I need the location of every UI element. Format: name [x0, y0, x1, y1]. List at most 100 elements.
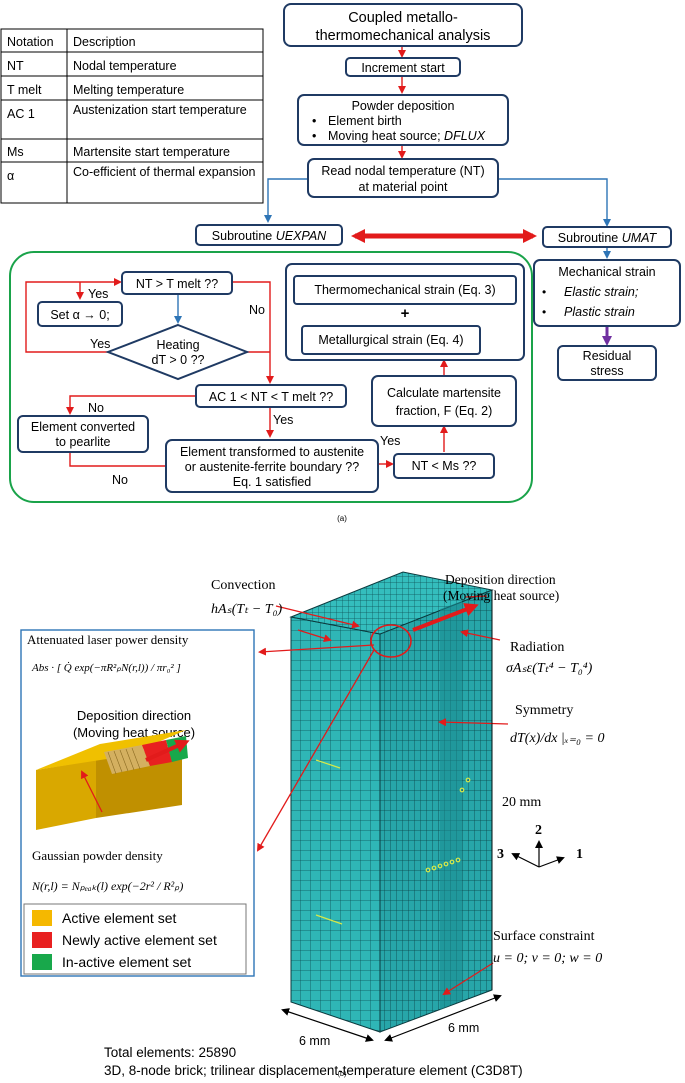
inset-deposition-line1: Deposition direction	[77, 708, 191, 723]
legend-box	[23, 903, 247, 975]
martensite-line1: Calculate martensite	[387, 386, 501, 400]
caption-b: (b)	[338, 1071, 347, 1078]
read-nt-line2: at material point	[359, 180, 448, 194]
svg-text:Subroutine UEXPAN: Subroutine UEXPAN	[212, 229, 327, 243]
table-cell: AC 1	[7, 107, 35, 121]
surface-constraint-eq: u = 0; v = 0; w = 0	[493, 951, 602, 966]
surface-constraint-label: Surface constraint	[493, 929, 595, 944]
set-alpha: Set α → 0;	[50, 308, 109, 322]
table-cell: Ms	[7, 145, 24, 159]
deposition-line2: (Moving heat source)	[443, 588, 559, 603]
austenite-line2: or austenite-ferrite boundary ??	[185, 460, 359, 474]
laser-title: Attenuated laser power density	[27, 632, 189, 647]
heating-line2: dT > 0 ??	[152, 353, 205, 367]
total-elements: Total elements: 25890	[104, 1045, 236, 1060]
legend-inactive: In-active element set	[62, 954, 191, 970]
table-header-description: Description	[73, 35, 136, 49]
nt-lt-ms: NT < Ms ??	[412, 459, 477, 473]
powder-bullet-1: Element birth	[328, 114, 402, 128]
convection-label: Convection	[211, 578, 276, 593]
table-cell: Martensite start temperature	[73, 145, 230, 159]
table-cell: NT	[7, 59, 24, 73]
pearlite-line1: Element converted	[31, 420, 135, 434]
radiation-eq: σAₛε(Tₜ⁴ − T₀⁴)	[506, 661, 593, 676]
label-yes: Yes	[273, 413, 293, 427]
caption-a: (a)	[337, 514, 347, 523]
width-dimension-1: 6 mm	[299, 1034, 330, 1048]
increment-start: Increment start	[361, 61, 445, 75]
dflux-label: DFLUX	[444, 129, 486, 143]
table-cell: Co-efficient of thermal expansion	[73, 165, 256, 179]
mech-strain-title: Mechanical strain	[558, 265, 655, 279]
flow-connectors	[9, 46, 612, 503]
austenite-line1: Element transformed to austenite	[180, 445, 364, 459]
svg-text:Subroutine UMAT: Subroutine UMAT	[558, 231, 658, 245]
element-type: 3D, 8-node brick; trilinear displacement…	[104, 1063, 523, 1078]
axis-3: 3	[497, 847, 504, 862]
table-cell: α	[7, 169, 14, 183]
pearlite-line2: to pearlite	[56, 435, 111, 449]
table-cell: T melt	[7, 83, 42, 97]
thermo-strain: Thermomechanical strain (Eq. 3)	[314, 283, 495, 297]
read-nt-line1: Read nodal temperature (NT)	[321, 164, 484, 178]
uexpan-prefix: Subroutine	[212, 229, 276, 243]
martensite-line2: fraction, F (Eq. 2)	[396, 404, 493, 418]
svg-text:•: •	[542, 305, 546, 319]
laser-eq: Abs · [ Q̇ exp(−πR²ₚN(r,l)) / πr₀² ]	[31, 662, 181, 674]
plus-sign: +	[401, 305, 410, 322]
umat-prefix: Subroutine	[558, 231, 622, 245]
powder-bullet-2: Moving heat source;	[328, 129, 444, 143]
flow-title-line2: thermomechanical analysis	[316, 28, 491, 44]
metallurgical-strain: Metallurgical strain (Eq. 4)	[318, 333, 463, 347]
gaussian-title: Gaussian powder density	[32, 848, 163, 863]
label-no: No	[88, 401, 104, 415]
height-dimension: 20 mm	[502, 795, 541, 810]
label-yes: Yes	[380, 434, 400, 448]
legend-active: Active element set	[62, 910, 176, 926]
flow-title-line1: Coupled metallo-	[348, 10, 458, 26]
svg-text:Moving heat source; DFLUX: Moving heat source; DFLUX	[328, 129, 486, 143]
legend-swatch-inactive	[32, 954, 52, 970]
elastic-strain: Elastic strain;	[564, 285, 639, 299]
symmetry-eq: dT(x)/dx |ₓ₌₀ = 0	[510, 731, 604, 746]
convection-eq: hAₛ(Tₜ − T₀)	[211, 602, 282, 617]
mesh-model: Convection hAₛ(Tₜ − T₀) Deposition direc…	[104, 571, 604, 1078]
nt-gt-tmelt: NT > T melt ??	[136, 277, 218, 291]
label-yes: Yes	[88, 287, 108, 301]
inset-panel: Attenuated laser power density Abs · [ Q…	[20, 629, 255, 977]
austenite-line3: Eq. 1 satisfied	[233, 475, 312, 489]
element-set-illustration	[36, 730, 190, 830]
label-no: No	[112, 473, 128, 487]
label-yes: Yes	[90, 337, 110, 351]
legend-new: Newly active element set	[62, 932, 217, 948]
width-dimension-2: 6 mm	[448, 1021, 479, 1035]
plastic-strain: Plastic strain	[564, 305, 635, 319]
svg-text:•: •	[312, 114, 316, 128]
table-cell: Melting temperature	[73, 83, 184, 97]
table-header-notation: Notation	[7, 35, 54, 49]
heating-line1: Heating	[156, 338, 199, 352]
legend-swatch-new	[32, 932, 52, 948]
radiation-label: Radiation	[510, 640, 564, 655]
svg-text:•: •	[542, 285, 546, 299]
deposition-line1: Deposition direction	[445, 572, 556, 587]
svg-text:•: •	[312, 129, 316, 143]
flowchart: Coupled metallo- thermomechanical analys…	[17, 3, 681, 523]
legend-swatch-active	[32, 910, 52, 926]
residual-line2: stress	[590, 364, 623, 378]
table-cell: Austenization start temperature	[73, 103, 247, 117]
label-no: No	[249, 303, 265, 317]
uexpan-name: UEXPAN	[276, 229, 327, 243]
umat-name: UMAT	[622, 231, 658, 245]
symmetry-label: Symmetry	[515, 703, 573, 718]
notation-table: Notation Description NT Nodal temperatur…	[0, 28, 264, 204]
residual-line1: Residual	[583, 349, 632, 363]
powder-deposition-title: Powder deposition	[352, 99, 455, 113]
ac1-condition: AC 1 < NT < T melt ??	[209, 390, 333, 404]
axis-1: 1	[576, 847, 583, 862]
mesh-front-face	[290, 616, 381, 1033]
gaussian-eq: N(r,l) = Nₚₑₐₖ(l) exp(−2r² / R²ₚ)	[31, 879, 183, 893]
axis-2: 2	[535, 823, 542, 838]
table-cell: Nodal temperature	[73, 59, 177, 73]
